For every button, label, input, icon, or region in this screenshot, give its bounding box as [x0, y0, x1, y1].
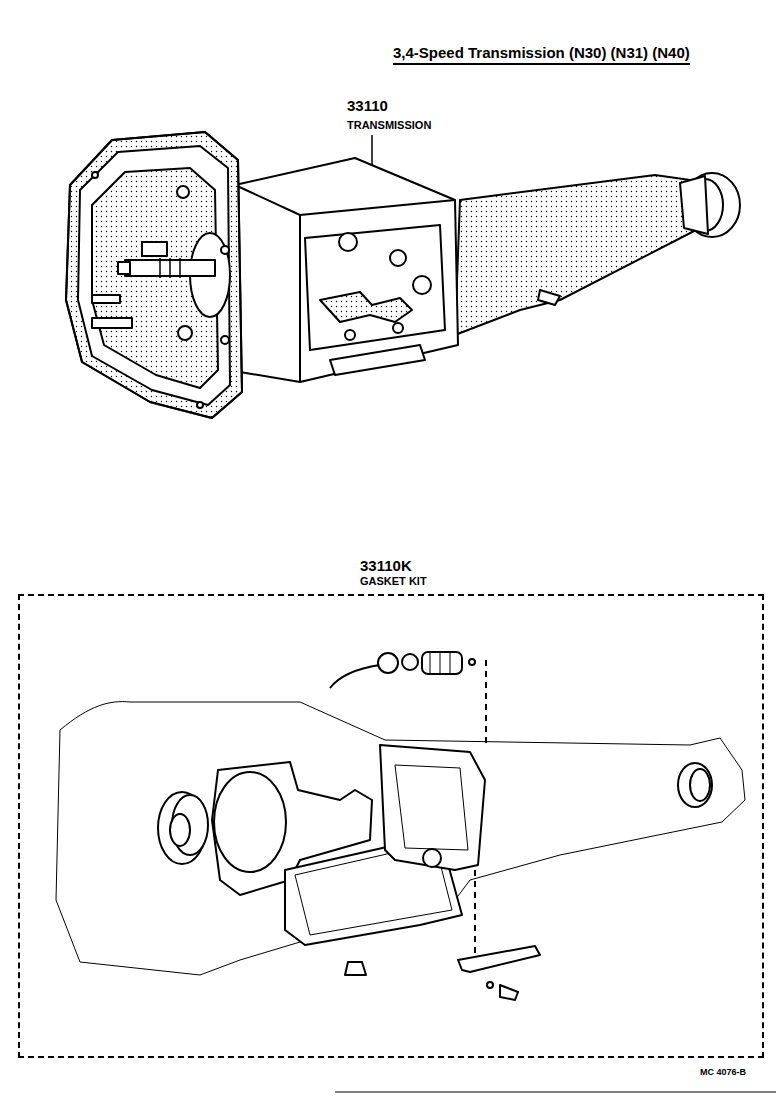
part-name: TRANSMISSION	[347, 119, 431, 131]
kit-boundary: 33110KGASKET KIT	[18, 594, 764, 1058]
part-number: 33110	[347, 98, 388, 115]
part-name: GASKET KIT	[360, 575, 427, 587]
part-number: 33110K	[360, 558, 412, 575]
diagram-title: 3,4-Speed Transmission (N30) (N31) (N40)	[393, 45, 690, 65]
figure-code: MC 4076-B	[700, 1068, 746, 1078]
